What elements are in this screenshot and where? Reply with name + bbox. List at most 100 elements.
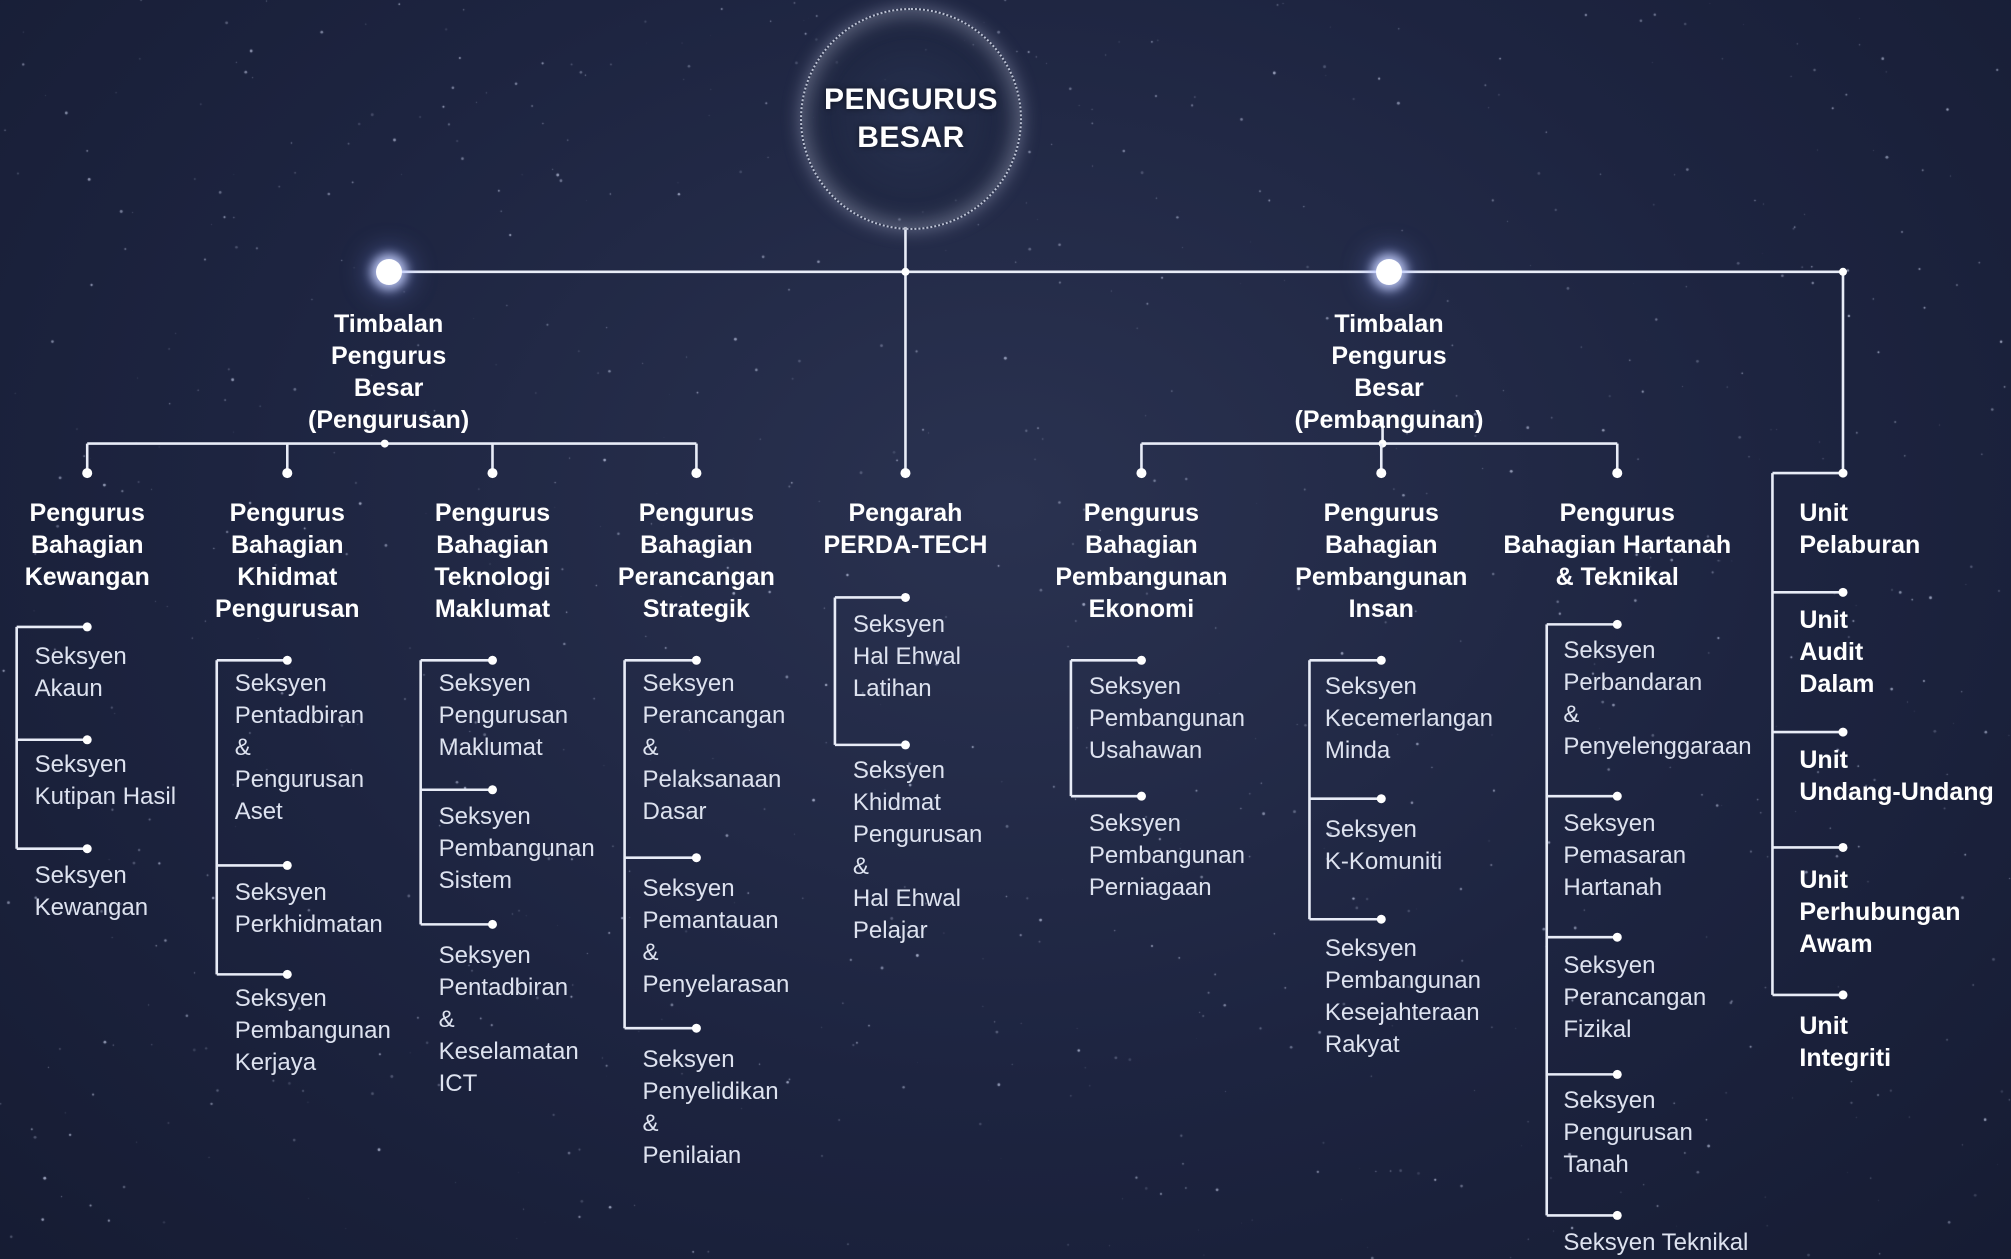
section-khidmat-1-line: Pentadbiran [234,701,365,729]
section-ti-3-line: Keselamatan [438,1037,579,1065]
department-dot [282,468,293,479]
deputy-node-pengurusan-line: Besar [353,373,424,402]
department-node-khidmat-line: Pengurus [229,499,345,528]
section-khidmat-1-line: Aset [234,797,283,825]
root-title-line: PENGURUS [823,83,999,116]
section-perdatech-2-line: Pelajar [852,917,928,945]
department-node-perdatech-line: Pengarah [848,499,963,528]
section-kewangan-1-line: Seksyen [34,643,127,671]
department-dot [487,468,498,479]
deputy-pengurusan-marker [375,258,402,285]
section-perdatech-1-line: Latihan [852,674,932,702]
section-ti-2-line: Seksyen [438,803,531,831]
department-node-insan-line: Pembangunan [1295,563,1468,592]
department-node-khidmat-line: Bahagian [231,531,344,560]
section-hartanah-1-line: Seksyen [1563,636,1656,664]
section-hartanah-5: Seksyen Teknikal [1563,1227,1748,1259]
unit-dot [1838,990,1848,1000]
unit-node-4-line: Awam [1799,930,1873,959]
section-dot [282,860,292,870]
department-node-ekonomi-line: Ekonomi [1088,595,1195,624]
department-node-kewangan-line: Pengurus [29,499,145,528]
section-dot [900,592,910,602]
section-strategik-1-line: & [642,733,659,761]
section-kewangan-2-line: Kutipan Hasil [34,782,177,810]
deputy-node-pembangunan-line: (Pembangunan) [1294,405,1484,434]
section-dot [900,740,910,750]
department-dot [82,468,93,479]
section-ekonomi-2-line: Perniagaan [1088,873,1212,901]
department-dot [1136,468,1147,479]
section-strategik-2-line: Pemantauan [642,907,779,935]
department-node-strategik-line: Pengurus [638,499,755,528]
department-node-khidmat-line: Khidmat [237,563,338,592]
deputy-node-pembangunan-line: Pengurus [1331,341,1447,370]
section-hartanah-3-line: Seksyen [1563,952,1656,980]
department-node-ti-line: Bahagian [436,531,549,560]
section-ti-3-line: Pentadbiran [438,973,569,1001]
unit-node-2-line: Unit [1799,605,1848,634]
section-dot [691,1023,701,1033]
section-ti-3-line: Seksyen [438,941,531,969]
section-ekonomi-2-line: Seksyen [1088,809,1181,837]
department-dot [900,468,911,479]
section-ti-3-line: & [438,1005,455,1033]
section-ti-2-line: Sistem [438,867,512,895]
department-node-hartanah-line: Pengurus [1559,499,1675,528]
section-dot [1136,791,1146,801]
deputy-node-pengurusan-line: Pengurus [330,341,447,370]
section-strategik-2-line: & [642,939,659,967]
deputy-node-pengurusan-line: (Pengurusan) [308,405,470,434]
section-perdatech-2-line: Seksyen [852,757,945,785]
section-insan-3-line: Pembangunan [1324,967,1481,995]
root-node-pengurus-besar: PENGURUS BESAR [800,8,1022,230]
section-dot [1136,655,1146,665]
root-title-line: BESAR [857,121,965,154]
section-strategik-1-line: Dasar [642,797,707,825]
section-khidmat-1-line: & [234,733,251,761]
section-khidmat-1-line: Pengurusan [234,765,365,793]
section-insan-1-line: Seksyen [1324,672,1417,700]
section-hartanah-4-line: Seksyen [1563,1086,1656,1114]
section-dot [82,735,92,745]
section-insan-3-line: Kesejahteraan [1324,999,1480,1027]
section-dot [487,919,497,929]
department-node-strategik-line: Strategik [642,595,750,624]
unit-node-2-line: Dalam [1799,669,1875,698]
department-node-kewangan-line: Bahagian [30,531,144,560]
section-dot [1376,794,1386,804]
unit-node-3-line: Undang-Undang [1799,777,1994,806]
department-node-strategik-line: Bahagian [640,531,753,560]
section-ti-1-line: Maklumat [438,733,543,761]
section-hartanah-1-line: Penyelenggaraan [1563,732,1752,760]
unit-node-4-line: Perhubungan [1799,898,1961,927]
section-khidmat-3-line: Seksyen [234,985,327,1013]
department-node-ekonomi-line: Pembangunan [1055,563,1228,592]
section-perdatech-1-line: Seksyen [852,610,945,638]
section-khidmat-1-line: Seksyen [234,669,327,697]
section-kewangan-3-line: Seksyen [34,862,127,890]
section-dot [691,655,701,665]
unit-node-5-line: Integriti [1799,1044,1892,1073]
unit-node-1-line: Pelaburan [1799,531,1921,560]
section-strategik-3-line: & [642,1109,659,1137]
department-node-hartanah-line: & Teknikal [1555,563,1679,592]
